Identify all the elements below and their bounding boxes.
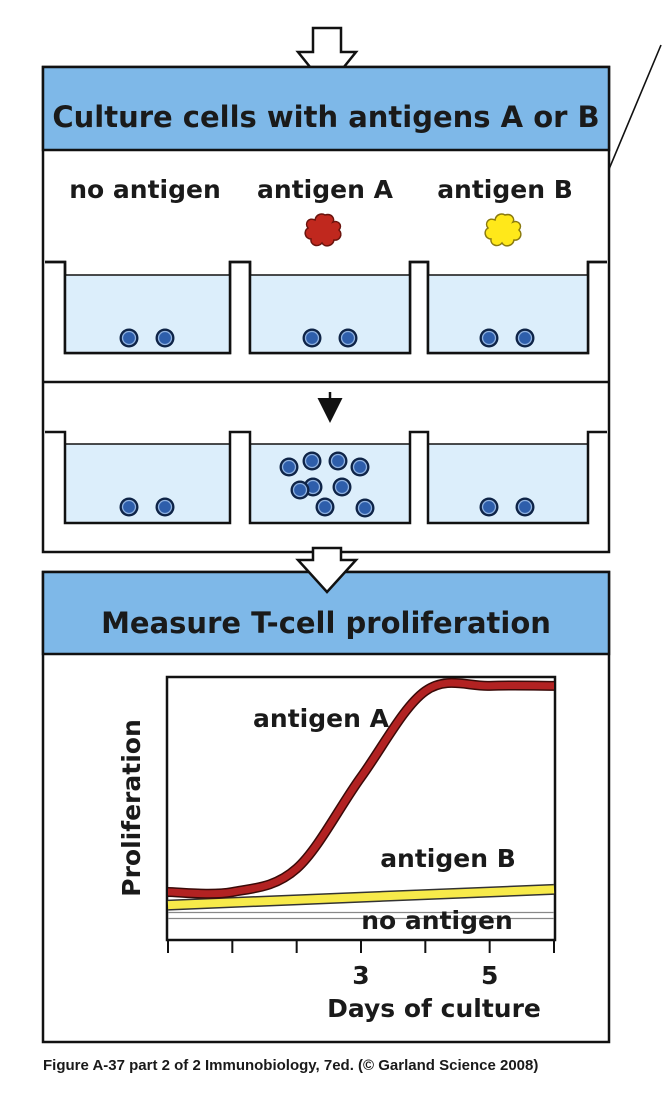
cell-before-2-b-nucleus <box>340 330 356 346</box>
medium-after-1 <box>66 444 229 523</box>
medium-before-2 <box>251 275 409 352</box>
cell-after-2-4-nucleus <box>352 459 368 475</box>
medium-before-1 <box>66 275 229 352</box>
cell-after-2-3-nucleus <box>330 453 346 469</box>
series-label-antigen-a: antigen A <box>253 704 390 733</box>
y-axis-label: Proliferation <box>117 719 146 897</box>
cell-before-3-a-nucleus <box>481 330 497 346</box>
cell-before-1-b-nucleus <box>157 330 173 346</box>
cell-after-1-b-nucleus <box>157 499 173 515</box>
medium-after-3 <box>429 444 587 523</box>
cells-after-group <box>119 451 535 518</box>
x-axis-label: Days of culture <box>327 994 541 1023</box>
column-label-antigen-a: antigen A <box>257 175 394 204</box>
well-outline-before <box>45 260 607 355</box>
series-antigen-b-line <box>167 885 555 910</box>
antigen-b-icon <box>484 213 522 247</box>
cells-before-group <box>119 328 535 348</box>
series-label-antigen-b: antigen B <box>380 844 516 873</box>
series-label-no-antigen: no antigen <box>361 906 513 935</box>
figure-caption: Figure A-37 part 2 of 2 Immunobiology, 7… <box>43 1057 538 1074</box>
medium-before-3 <box>429 275 587 352</box>
top-panel-title: Culture cells with antigens A or B <box>52 100 599 134</box>
cell-after-2-7-nucleus <box>317 499 333 515</box>
wells-row-before <box>45 260 607 355</box>
series-antigen-a-line <box>167 679 555 898</box>
x-tick-label-3: 3 <box>352 961 369 990</box>
cell-after-3-b-nucleus <box>517 499 533 515</box>
cell-after-2-1-nucleus <box>281 459 297 475</box>
cell-after-2-6-nucleus <box>334 479 350 495</box>
column-label-no-antigen: no antigen <box>69 175 221 204</box>
cell-after-2-9-nucleus <box>292 482 308 498</box>
flow-arrow-middle <box>295 546 359 594</box>
antigen-a-icon <box>304 213 342 247</box>
cell-after-3-a-nucleus <box>481 499 497 515</box>
well-outline-after <box>45 430 607 525</box>
cell-before-2-a-nucleus <box>304 330 320 346</box>
cell-after-2-2-nucleus <box>304 453 320 469</box>
cell-before-3-b-nucleus <box>517 330 533 346</box>
chart-series-group <box>167 677 555 920</box>
top-panel-header <box>41 65 611 152</box>
cell-after-2-8-nucleus <box>357 500 373 516</box>
cell-before-1-a-nucleus <box>121 330 137 346</box>
cell-after-1-a-nucleus <box>121 499 137 515</box>
x-tick-label-5: 5 <box>481 961 498 990</box>
column-label-antigen-b: antigen B <box>437 175 573 204</box>
bottom-panel-title: Measure T-cell proliferation <box>101 606 551 640</box>
wells-row-after <box>45 430 607 525</box>
